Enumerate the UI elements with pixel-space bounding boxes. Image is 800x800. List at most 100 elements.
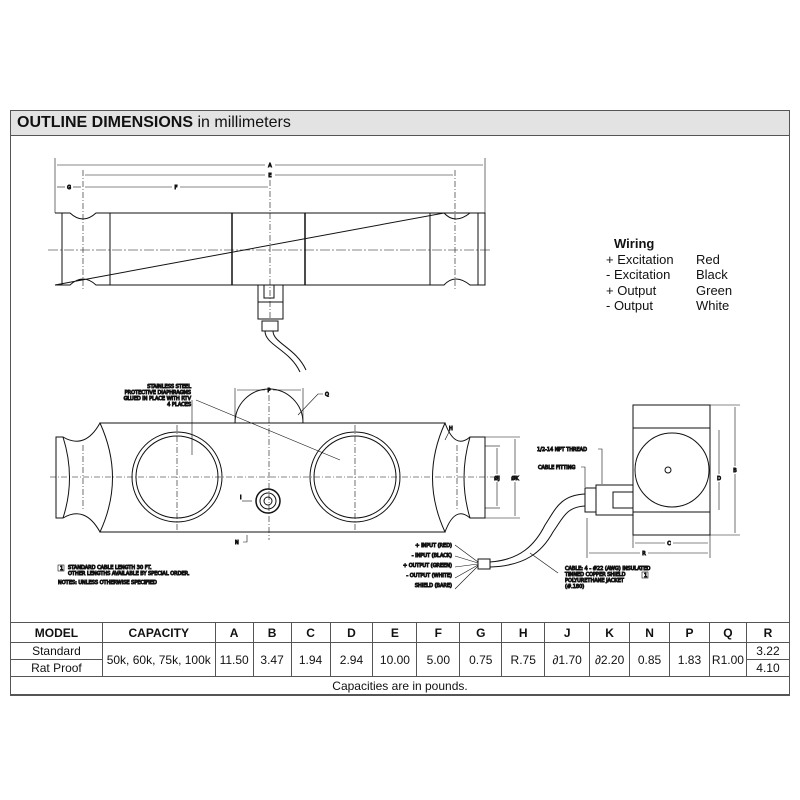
npt-thread-label: 1/2-14 NPT THREAD — [537, 447, 587, 453]
col-header: J — [544, 622, 591, 643]
cable-spec-line: POLYURETHANE JACKET — [565, 578, 625, 584]
dim-label-n: N — [235, 540, 239, 546]
value-cell: ∂1.70 — [544, 642, 591, 677]
col-header: N — [629, 622, 671, 643]
wire-labels: + INPUT (RED) - INPUT (BLACK) + OUTPUT (… — [402, 543, 452, 590]
table-header-row: MODEL CAPACITY A B C D E F G H J K N P Q… — [10, 622, 791, 643]
dim-label-j: ØJ — [494, 475, 499, 482]
cable-length-note-2: OTHER LENGTHS AVAILABLE BY SPECIAL ORDER… — [68, 571, 190, 577]
wire-label: + INPUT (RED) — [415, 543, 452, 549]
wiring-color: Green — [696, 282, 733, 298]
load-cell-drawing: A E G F — [48, 158, 740, 591]
col-header: A — [214, 622, 254, 643]
value-cell: 2.94 — [329, 642, 374, 677]
dim-label-f: F — [175, 185, 178, 191]
col-header: D — [329, 622, 374, 643]
note-line: 4 PLACES — [167, 402, 191, 408]
note-marker-cable: 1 — [644, 573, 647, 579]
table-footer-row: Capacities are in pounds. — [10, 676, 790, 695]
col-header: P — [669, 622, 710, 643]
wiring-signal: - Output — [606, 298, 653, 313]
col-header: G — [459, 622, 503, 643]
col-header: H — [501, 622, 546, 643]
wire-label: - INPUT (BLACK) — [412, 553, 452, 559]
wiring-color: Black — [696, 267, 728, 282]
dim-label-r: R — [642, 551, 646, 557]
wiring-row: - Output White — [606, 298, 732, 314]
dim-label-i: I — [240, 495, 241, 501]
col-header: Q — [708, 622, 747, 643]
col-header: B — [252, 622, 292, 643]
col-header: C — [290, 622, 331, 643]
col-header: R — [745, 622, 791, 643]
value-cell: 5.00 — [416, 642, 461, 677]
cable-length-note: STANDARD CABLE LENGTH 30 FT. — [68, 565, 152, 571]
wire-label: - OUTPUT (WHITE) — [406, 573, 452, 579]
note-line: PROTECTIVE DIAPHRAGMS — [125, 390, 191, 396]
table-row: Rat Proof 4.10 — [10, 659, 791, 677]
col-header: F — [416, 622, 461, 643]
wiring-row: + Output Green — [606, 283, 732, 299]
dim-label-k: ØK — [511, 475, 519, 482]
value-cell: 1.94 — [290, 642, 331, 677]
notes-label: NOTES: UNLESS OTHERWISE SPECIFIED — [58, 580, 157, 586]
capacity-footnote: Capacities are in pounds. — [10, 676, 790, 695]
value-cell: R.75 — [501, 642, 546, 677]
col-header: K — [589, 622, 631, 643]
dim-label-b: B — [733, 468, 737, 474]
model-cell: Rat Proof — [10, 659, 103, 677]
r-value-cell: 3.22 — [745, 642, 791, 660]
value-cell: 1.83 — [669, 642, 710, 677]
cable-spec: CABLE: 4 - #22 (AWG) INSULATED TINNED CO… — [564, 566, 652, 591]
wiring-signal: + Output — [606, 282, 657, 298]
note-marker: 1 — [60, 566, 63, 572]
wire-label: + OUTPUT (GREEN) — [403, 563, 452, 569]
value-cell: 0.75 — [459, 642, 503, 677]
table-row: Standard 50k, 60k, 75k, 100k 11.50 3.47 … — [10, 642, 791, 677]
cable-spec-line: CABLE: 4 - #22 (AWG) INSULATED — [565, 566, 651, 572]
side-view: P Q H ØJ ØK N I STAINLESS STEEL PROTECTI… — [50, 384, 520, 587]
value-cell: 10.00 — [372, 642, 418, 677]
header-title-units: in millimeters — [197, 114, 291, 131]
dim-label-h: H — [449, 426, 453, 432]
top-view: A E G F — [48, 158, 490, 373]
col-header: CAPACITY — [101, 622, 216, 643]
dim-label-e: E — [268, 173, 271, 179]
dim-label-a: A — [268, 163, 272, 169]
value-cell: 0.85 — [629, 642, 671, 677]
wiring-color: White — [696, 298, 730, 313]
header-title-bold: OUTLINE DIMENSIONS — [17, 114, 194, 131]
dim-label-d: D — [717, 476, 721, 482]
capacity-cell: 50k, 60k, 75k, 100k — [101, 642, 216, 677]
note-line: STAINLESS STEEL — [147, 384, 191, 390]
cable-spec-line: TINNED COPPER SHIELD — [564, 572, 626, 578]
outline-dimensions-panel: OUTLINE DIMENSIONS in millimeters — [10, 110, 790, 696]
wiring-row: + Excitation Red — [606, 252, 732, 268]
wiring-signal: - Excitation — [606, 267, 671, 282]
col-header: E — [372, 622, 418, 643]
cable-spec-line: (#.180) — [565, 584, 584, 590]
note-line: GLUED IN PLACE WITH RTV — [124, 396, 192, 402]
value-cell: ∂2.20 — [589, 642, 631, 677]
dim-label-q: Q — [325, 392, 329, 398]
col-header: MODEL — [10, 622, 103, 643]
dim-label-p: P — [267, 388, 270, 394]
wiring-color: Red — [696, 251, 720, 267]
end-view: B D C R 1/2-14 NPT THREAD CABLE FITTING … — [402, 404, 740, 591]
value-cell: 11.50 — [214, 642, 254, 677]
model-cell: Standard — [10, 642, 103, 660]
wiring-row: - Excitation Black — [606, 267, 732, 283]
dimensions-table: MODEL CAPACITY A B C D E F G H J K N P Q… — [10, 622, 791, 695]
wiring-legend: Wiring + Excitation Red - Excitation Black… — [606, 236, 732, 314]
diaphragm-note: STAINLESS STEEL PROTECTIVE DIAPHRAGMS GL… — [123, 384, 192, 409]
wire-label: SHIELD (BARE) — [415, 583, 452, 589]
wiring-title: Wiring — [614, 236, 655, 251]
section-header: OUTLINE DIMENSIONS in millimeters — [11, 111, 789, 136]
dim-label-g: G — [67, 185, 71, 191]
r-value-cell: 4.10 — [745, 659, 791, 677]
cable-fitting-label: CABLE FITTING — [538, 465, 575, 471]
wiring-signal: + Excitation — [606, 251, 674, 267]
value-cell: R1.00 — [708, 642, 747, 677]
dim-label-c: C — [667, 541, 671, 547]
value-cell: 3.47 — [252, 642, 292, 677]
